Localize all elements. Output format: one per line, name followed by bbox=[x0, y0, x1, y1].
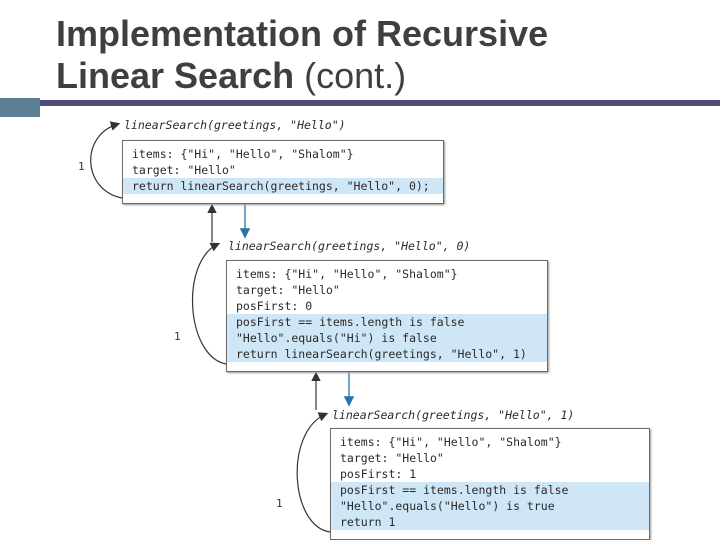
return-arrow-3 bbox=[296, 412, 331, 533]
slide-title-line-2: Linear Search bbox=[56, 55, 295, 96]
frame-3-line-6: return 1 bbox=[331, 514, 649, 530]
title-rule-bar bbox=[40, 98, 720, 117]
frame-3-call-label: linearSearch(greetings, "Hello", 1) bbox=[332, 408, 575, 422]
frame-1-line-2: target: "Hello" bbox=[132, 163, 236, 177]
frame-1-line-1: items: {"Hi", "Hello", "Shalom"} bbox=[132, 147, 354, 161]
return-label-2: 1 bbox=[174, 330, 181, 343]
frame-3-line-5: "Hello".equals("Hello") is true bbox=[331, 498, 649, 514]
frame-3-line-1: items: {"Hi", "Hello", "Shalom"} bbox=[340, 435, 562, 449]
frame-2-line-3: posFirst: 0 bbox=[236, 299, 313, 313]
call-frame-3: items: {"Hi", "Hello", "Shalom"} target:… bbox=[330, 428, 650, 540]
top-call-label: linearSearch(greetings, "Hello") bbox=[124, 118, 346, 132]
frame-2-line-1: items: {"Hi", "Hello", "Shalom"} bbox=[236, 267, 458, 281]
frame-2-line-6: return linearSearch(greetings, "Hello", … bbox=[227, 346, 547, 362]
frame-2-line-4: posFirst == items.length is false bbox=[227, 314, 547, 330]
slide-title-line-1: Implementation of Recursive bbox=[56, 13, 549, 54]
frame-1-line-3: return linearSearch(greetings, "Hello", … bbox=[123, 178, 443, 194]
return-label-3: 1 bbox=[276, 497, 283, 510]
frame-2-line-5: "Hello".equals("Hi") is false bbox=[227, 330, 547, 346]
return-label-1: 1 bbox=[78, 160, 85, 173]
frame-3-line-3: posFirst: 1 bbox=[340, 467, 417, 481]
call-frame-1: items: {"Hi", "Hello", "Shalom"} target:… bbox=[122, 140, 444, 204]
title-rule-accent bbox=[0, 98, 40, 117]
frame-3-line-4: posFirst == items.length is false bbox=[331, 482, 649, 498]
return-arrow-2 bbox=[192, 242, 227, 365]
frame-2-line-2: target: "Hello" bbox=[236, 283, 340, 297]
return-arrow-1 bbox=[90, 121, 123, 199]
slide-title: Implementation of Recursive Linear Searc… bbox=[56, 13, 716, 97]
frame-3-line-2: target: "Hello" bbox=[340, 451, 444, 465]
slide-title-suffix: (cont.) bbox=[294, 55, 407, 96]
frame-2-call-label: linearSearch(greetings, "Hello", 0) bbox=[228, 239, 471, 253]
call-frame-2: items: {"Hi", "Hello", "Shalom"} target:… bbox=[226, 260, 548, 372]
